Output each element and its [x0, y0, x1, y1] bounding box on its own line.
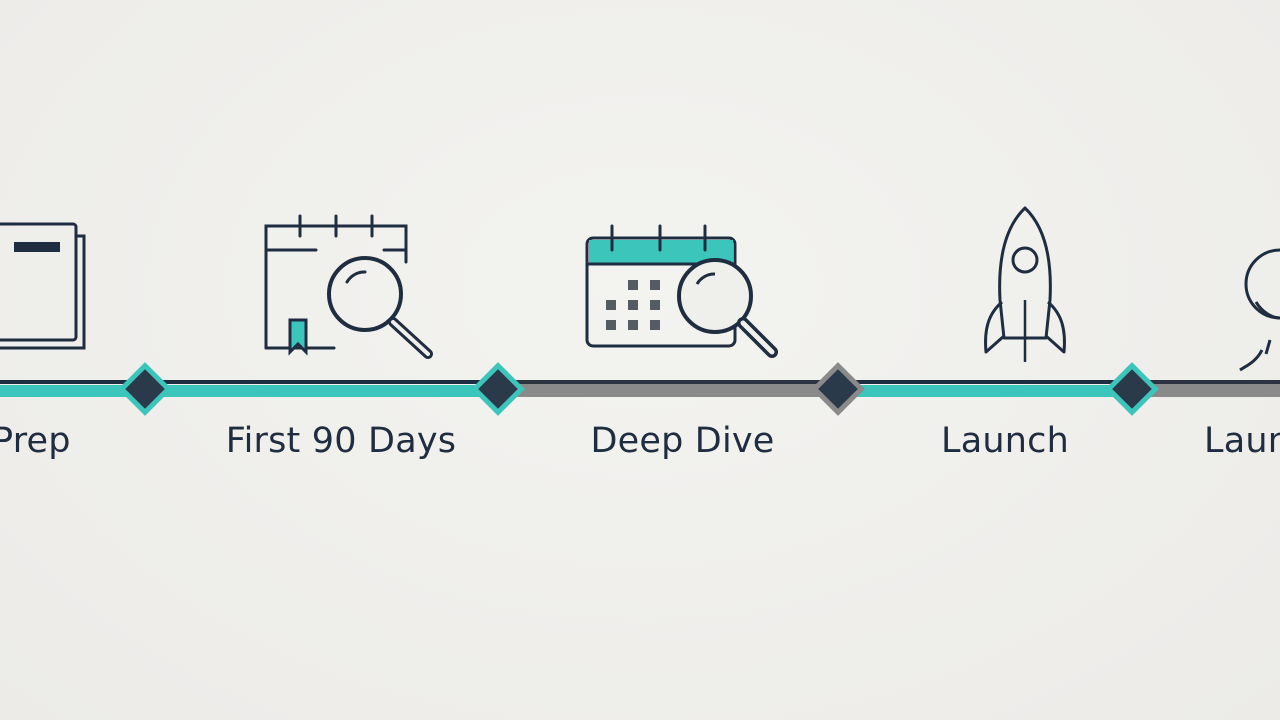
milestone-diamond — [471, 362, 525, 416]
person-icon — [1239, 248, 1280, 372]
track-segment-dark-line — [1132, 380, 1280, 384]
rocket-icon — [984, 206, 1066, 362]
track-segment-gray — [498, 383, 838, 397]
track-segment-teal — [838, 385, 1132, 397]
calendar-search-icon — [264, 214, 433, 359]
track-segment-teal — [0, 385, 145, 397]
calendar-grid-search-icon — [585, 224, 778, 358]
track-segment-dark-line — [498, 380, 838, 384]
track-segment-teal — [145, 385, 498, 397]
milestone-diamond — [1105, 362, 1159, 416]
track-segment-gray — [1132, 383, 1280, 397]
stage-label-prep: Prep — [0, 421, 71, 461]
stage-label-deep-dive: Deep Dive — [590, 421, 775, 461]
stage-label-first-90-days: First 90 Days — [225, 421, 457, 461]
track-segment-navy-line — [145, 380, 498, 384]
milestone-diamond — [118, 362, 172, 416]
document-icon — [0, 222, 86, 350]
track-segment-navy-line — [838, 380, 1132, 384]
milestone-diamond — [811, 362, 865, 416]
track-segment-navy-line — [0, 380, 145, 384]
stage-label-launch: Launch — [941, 421, 1069, 461]
timeline-track — [0, 380, 1280, 397]
stage-label-launch-second: Launch — [1204, 421, 1280, 461]
